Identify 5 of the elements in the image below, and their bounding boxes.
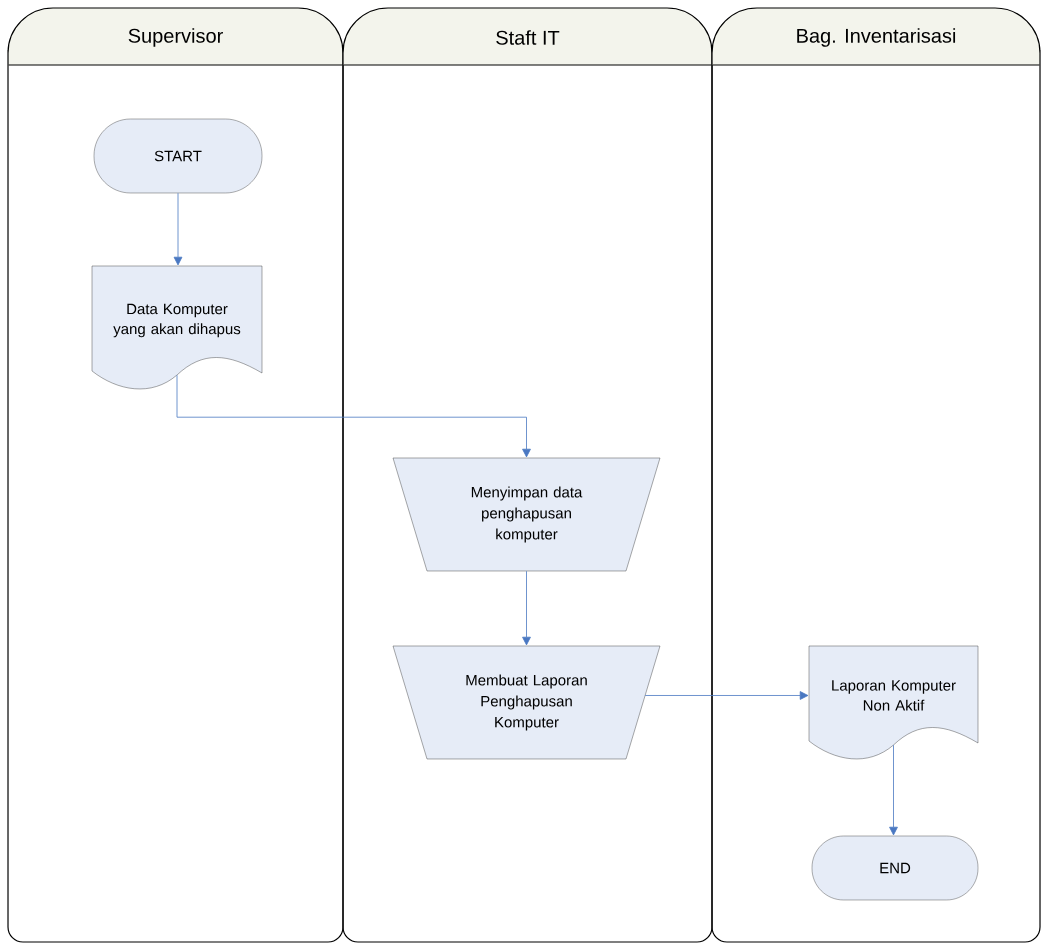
arrow bbox=[176, 374, 531, 458]
arrow bbox=[173, 192, 183, 266]
arrow bbox=[889, 744, 898, 836]
arrow bbox=[522, 570, 531, 646]
arrow bbox=[644, 691, 809, 700]
